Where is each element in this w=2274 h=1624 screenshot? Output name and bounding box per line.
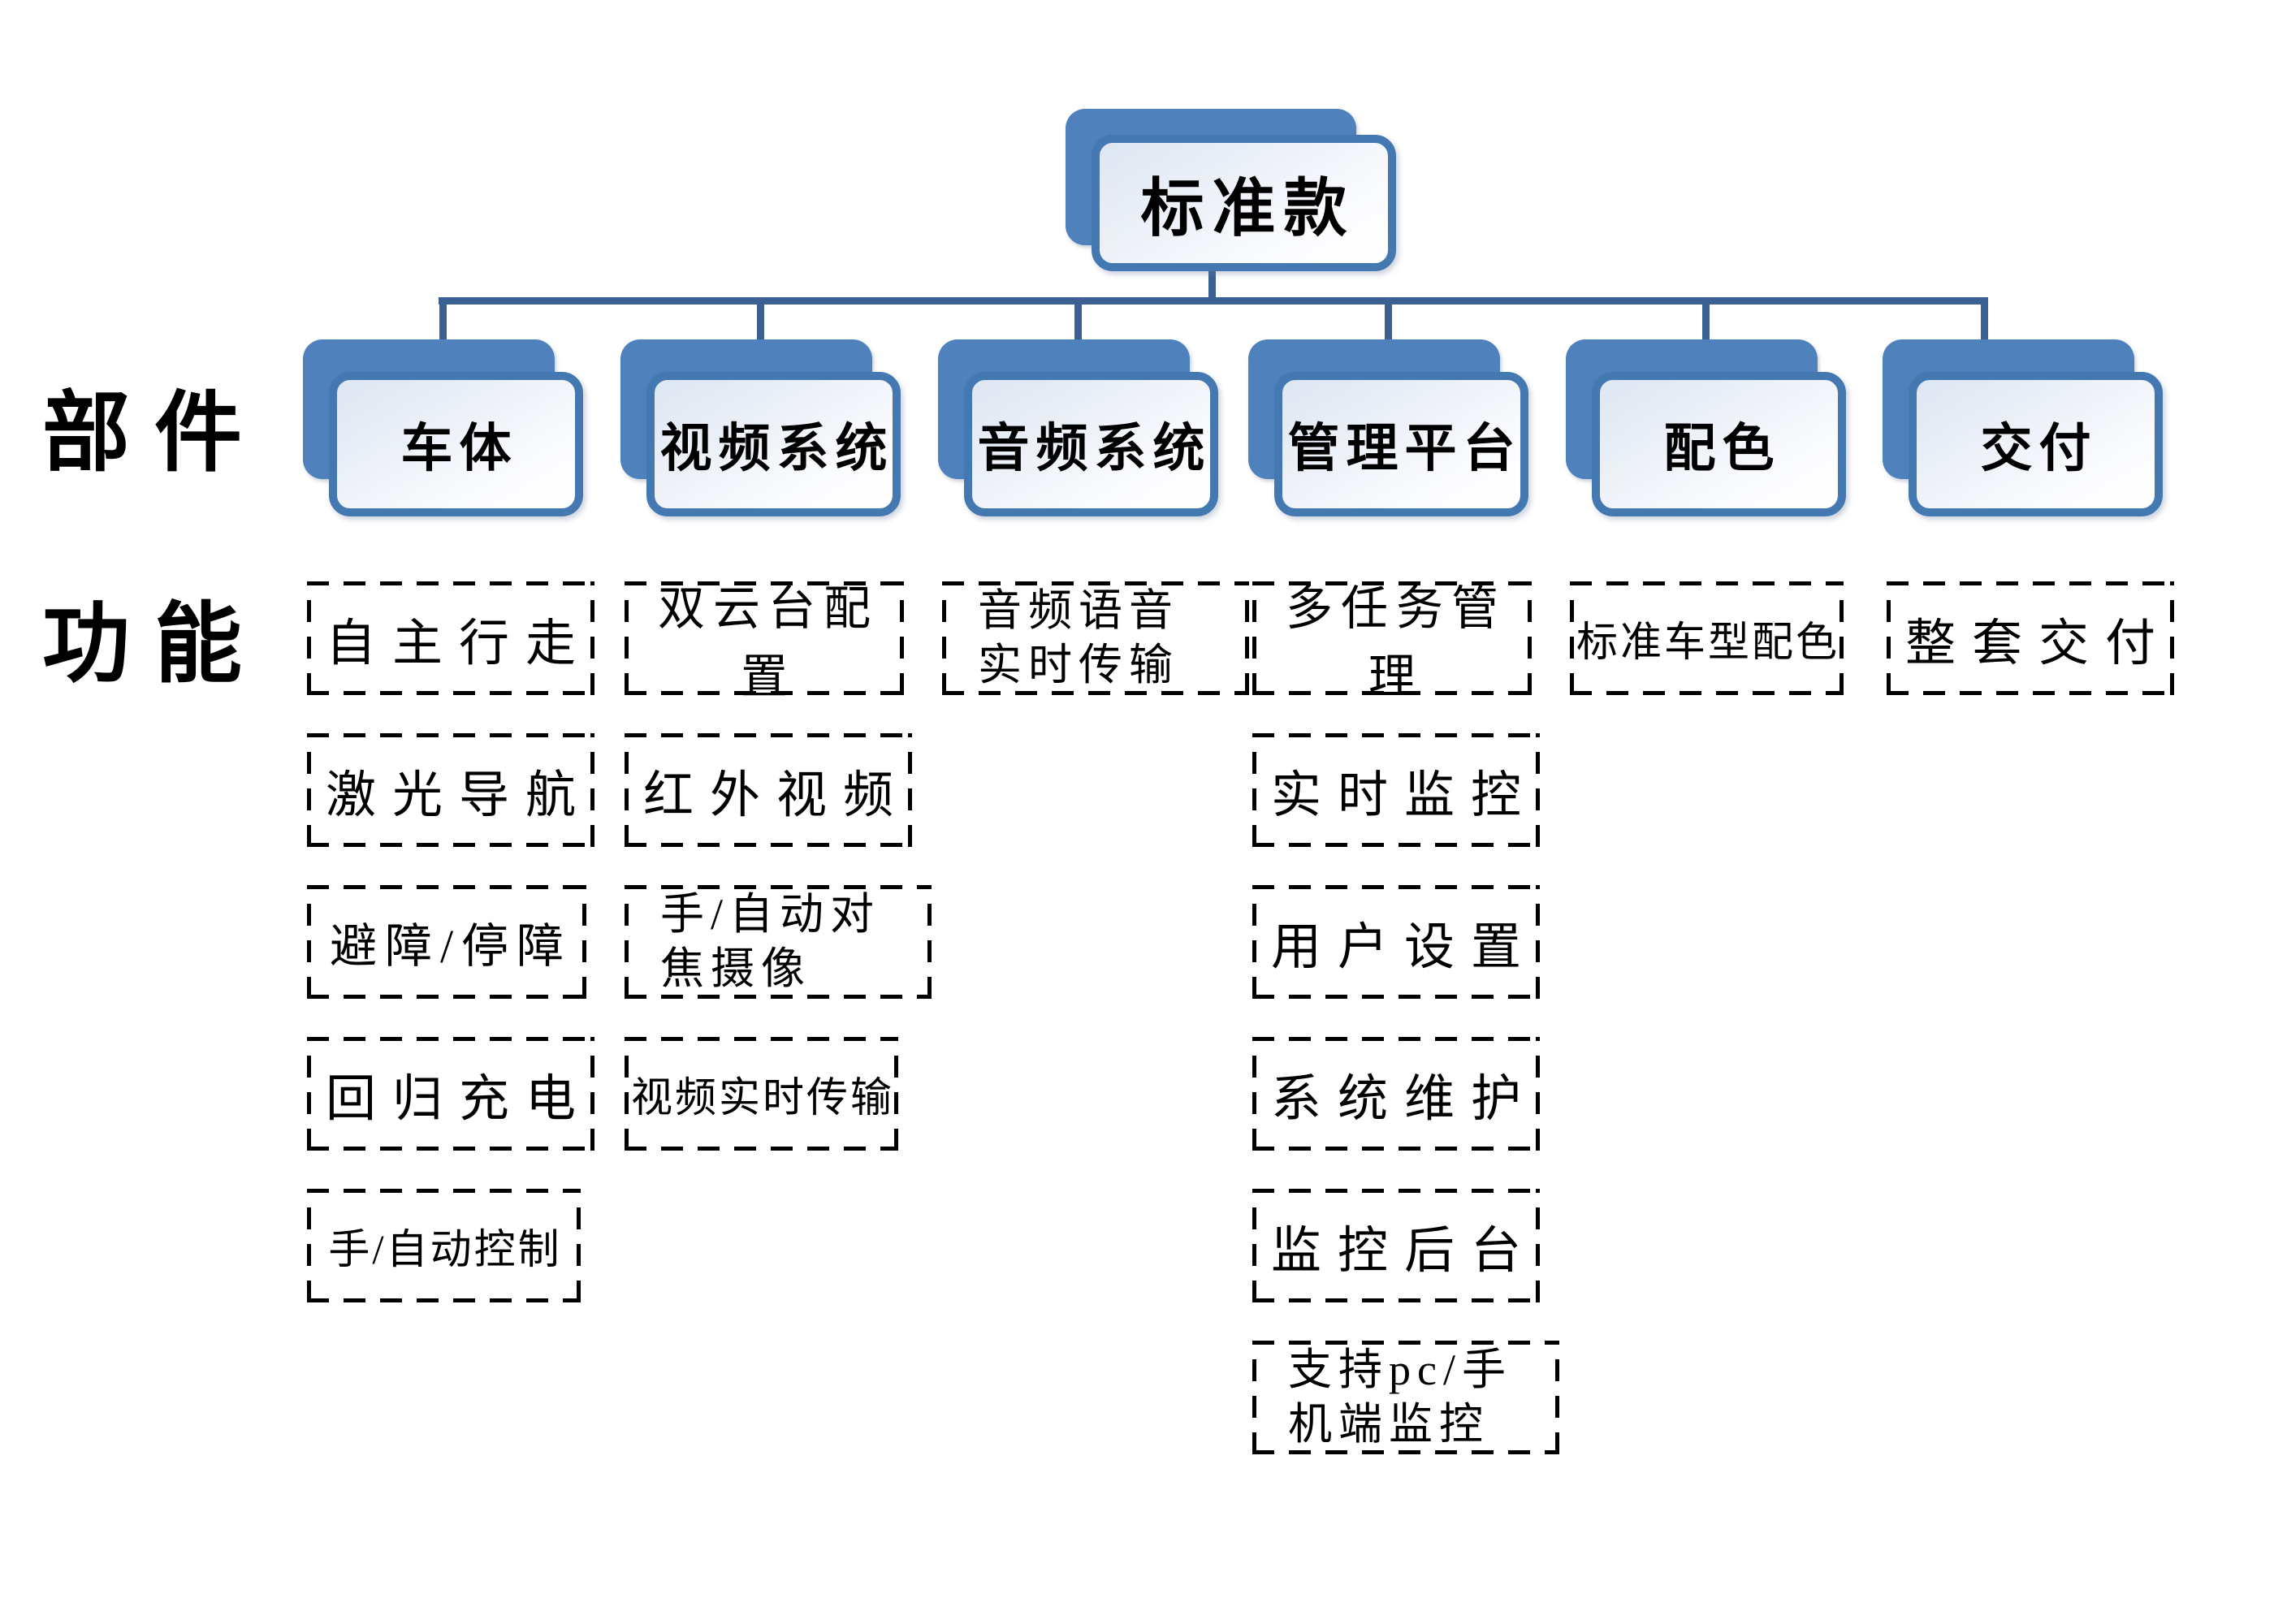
function-box: 激光导航 [307, 733, 594, 847]
connector-line [439, 297, 447, 339]
function-box-label: 避障/停障 [329, 920, 573, 973]
component-card-label: 车体 [400, 420, 518, 477]
component-card: 视频系统 [646, 372, 901, 516]
function-box-label: 监控后台 [1270, 1224, 1537, 1279]
connector-line [1208, 252, 1216, 304]
component-card: 车体 [329, 372, 583, 516]
component-card: 音频系统 [964, 372, 1218, 516]
function-box-label: 手/自动控制 [328, 1228, 562, 1273]
function-box: 视频实时传输 [625, 1037, 898, 1151]
function-box: 多任务管理 [1252, 581, 1532, 703]
function-box-label: 回归充电 [325, 1072, 592, 1127]
function-box: 监控后台 [1252, 1189, 1540, 1302]
function-box-label: 用户设置 [1270, 920, 1537, 975]
function-box: 红外视频 [625, 733, 912, 847]
root-node-label: 标准款 [1140, 173, 1355, 244]
function-box: 回归充电 [307, 1037, 594, 1151]
function-box-label: 手/自动对 焦摄像 [660, 889, 881, 994]
connector-line [1385, 297, 1392, 339]
function-box-label: 红外视频 [642, 768, 910, 823]
component-card-label: 配色 [1663, 420, 1781, 477]
connector-line [1074, 297, 1082, 339]
function-box: 避障/停障 [307, 885, 586, 999]
function-box: 系统维护 [1252, 1037, 1540, 1151]
function-box-label: 自主行走 [325, 616, 592, 672]
function-box: 手/自动对 焦摄像 [625, 885, 932, 999]
function-box: 实时监控 [1252, 733, 1540, 847]
function-box-label: 音频语音 实时传输 [978, 585, 1179, 690]
function-box-label: 整套交付 [1904, 616, 2172, 672]
function-box: 双云台配置 [625, 581, 904, 703]
function-box: 手/自动控制 [307, 1189, 581, 1302]
root-card: 标准款 [1092, 135, 1396, 271]
function-box-label: 系统维护 [1270, 1072, 1537, 1127]
connector-line [757, 297, 764, 339]
function-box-label: 双云台配置 [657, 582, 879, 703]
component-card: 管理平台 [1274, 372, 1528, 516]
function-box: 自主行走 [307, 581, 594, 695]
component-card: 交付 [1909, 372, 2163, 516]
row-label-components: 部件 [42, 386, 267, 482]
component-card-label: 音频系统 [977, 420, 1212, 477]
component-card-label: 管理平台 [1287, 420, 1522, 477]
row-label-functions: 功能 [42, 597, 267, 693]
function-box: 标准车型配色 [1570, 581, 1844, 695]
component-card-label: 视频系统 [659, 420, 894, 477]
function-box-label: 标准车型配色 [1576, 620, 1840, 666]
connector-line [1702, 297, 1710, 339]
function-box-label: 视频实时传输 [630, 1076, 894, 1121]
function-box-label: 多任务管理 [1285, 582, 1507, 703]
function-box-label: 实时监控 [1270, 768, 1537, 823]
function-box: 用户设置 [1252, 885, 1540, 999]
component-card: 配色 [1592, 372, 1846, 516]
connector-line [1981, 297, 1988, 339]
function-box: 音频语音 实时传输 [942, 581, 1249, 695]
component-card-label: 交付 [1980, 420, 2098, 477]
function-box-label: 激光导航 [325, 768, 592, 823]
function-box-label: 支持pc/手 机端监控 [1288, 1345, 1512, 1449]
function-box: 整套交付 [1887, 581, 2174, 695]
connector-line [439, 297, 1988, 304]
function-box: 支持pc/手 机端监控 [1252, 1341, 1559, 1454]
